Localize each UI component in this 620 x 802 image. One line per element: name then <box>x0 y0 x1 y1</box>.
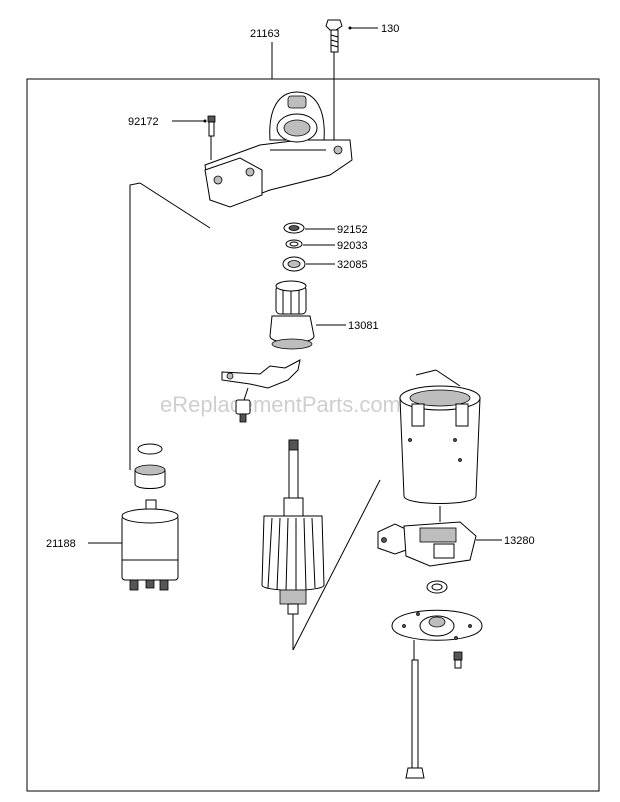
through-bolt <box>405 640 425 779</box>
callout-32085-label: 32085 <box>337 259 368 271</box>
solenoid-21188 <box>121 499 179 591</box>
solenoid-cap <box>134 443 166 489</box>
brush-holder-13280 <box>377 521 477 567</box>
callout-21163[interactable]: 21163 <box>250 28 280 79</box>
end-plate-screw <box>453 651 463 669</box>
callout-13280[interactable]: 13280 <box>476 535 535 547</box>
callout-32085[interactable]: 32085 <box>306 259 368 271</box>
pinion-13081 <box>269 280 315 350</box>
callout-21188-label: 21188 <box>46 538 76 550</box>
yoke-housing <box>399 369 481 504</box>
screw-92172 <box>207 115 216 160</box>
drive-housing <box>204 91 353 208</box>
callout-92033[interactable]: 92033 <box>303 240 368 252</box>
watermark: eReplacementParts.com <box>160 392 401 417</box>
callout-13081[interactable]: 13081 <box>316 320 379 332</box>
washer-92033 <box>285 239 303 249</box>
bolt-130 <box>325 19 343 140</box>
callout-92172[interactable]: 92172 <box>128 116 207 128</box>
callout-21163-label: 21163 <box>250 28 280 40</box>
guide-line-left <box>129 182 211 470</box>
leader-dot-icon <box>348 26 352 30</box>
callout-21188[interactable]: 21188 <box>46 538 122 550</box>
rear-end-plate <box>391 609 483 641</box>
callout-92033-label: 92033 <box>337 240 368 252</box>
callout-92152-label: 92152 <box>337 224 368 236</box>
callout-13081-label: 13081 <box>348 320 379 332</box>
assembly-frame <box>26 78 600 792</box>
thrust-washer <box>426 580 448 594</box>
callout-130-label: 130 <box>381 23 399 35</box>
callout-92172-label: 92172 <box>128 116 159 128</box>
callout-13280-label: 13280 <box>504 535 535 547</box>
callout-130[interactable]: 130 <box>348 23 400 35</box>
leader-dot-icon <box>203 119 207 123</box>
callout-92152[interactable]: 92152 <box>305 224 368 236</box>
guide-line-diagonal <box>292 479 381 651</box>
washer-92152 <box>283 222 305 234</box>
shift-lever <box>221 359 301 423</box>
bearing-32085 <box>282 256 306 272</box>
armature <box>261 439 325 615</box>
